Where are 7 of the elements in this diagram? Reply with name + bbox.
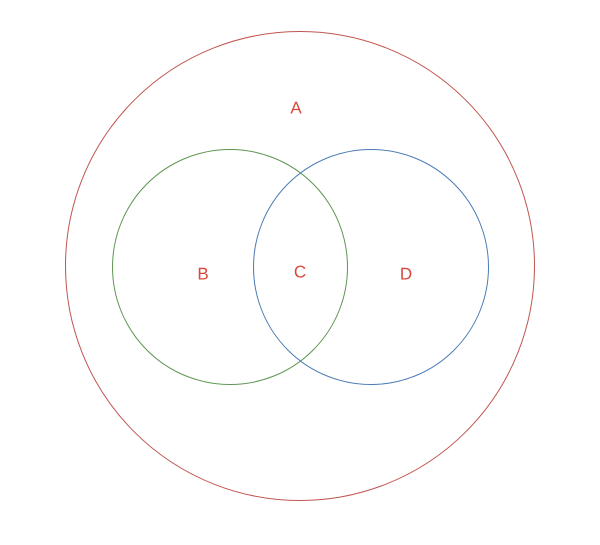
circle-outline xyxy=(112,149,348,385)
circle-outline xyxy=(253,149,489,385)
region-label: D xyxy=(400,266,412,282)
region-label: B xyxy=(197,266,209,282)
region-label: C xyxy=(294,264,306,280)
region-label: A xyxy=(290,100,302,116)
circle-outline xyxy=(65,31,535,501)
